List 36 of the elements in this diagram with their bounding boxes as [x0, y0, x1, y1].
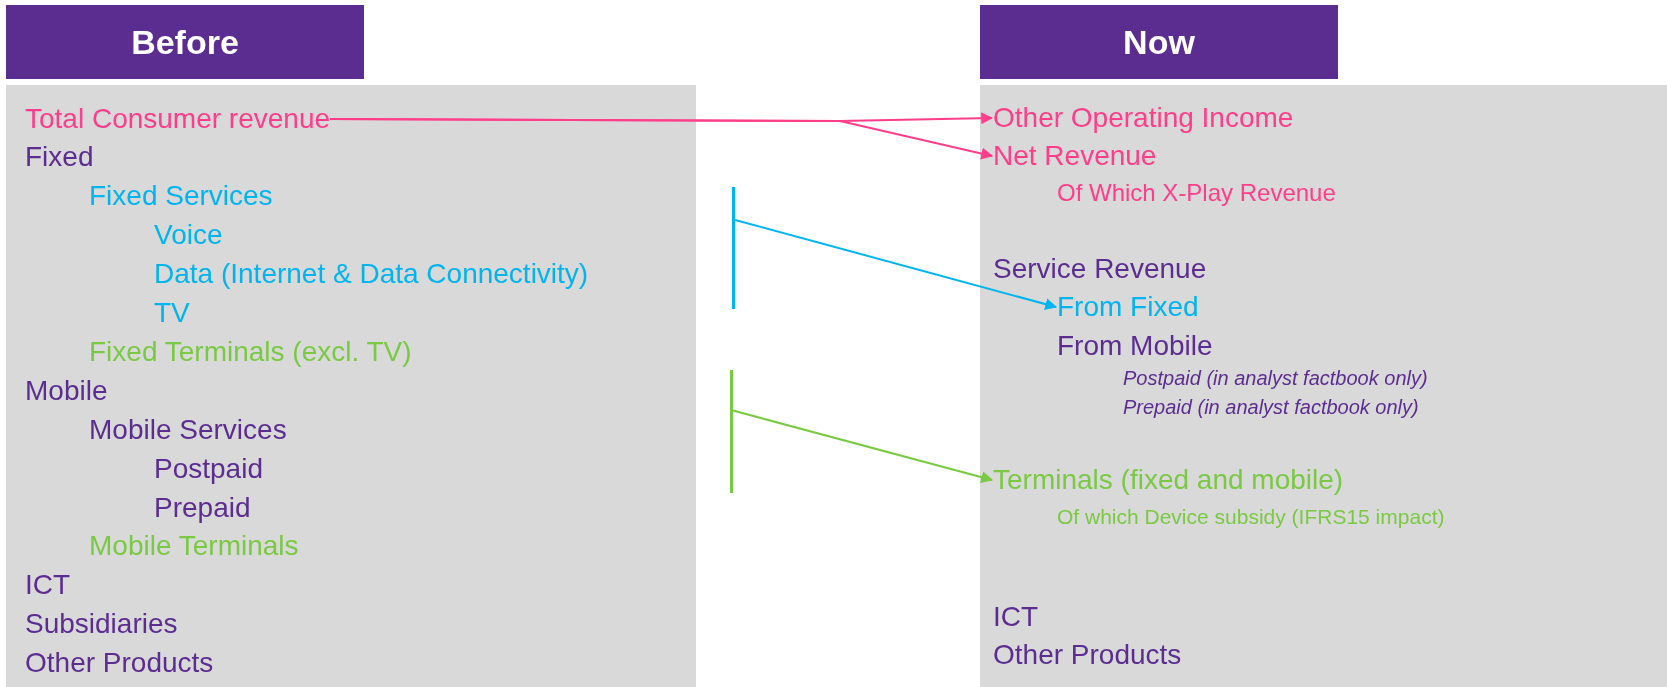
- panel-background: [980, 85, 1667, 687]
- list-item: TV: [154, 299, 190, 327]
- list-item: Prepaid: [154, 494, 251, 522]
- list-item: Other Products: [25, 649, 214, 677]
- header-bar: Before: [6, 5, 364, 79]
- list-item: Data (Internet & Data Connectivity): [154, 260, 589, 288]
- list-item: Of Which X-Play Revenue: [1057, 181, 1336, 205]
- bracket-line: [730, 370, 733, 493]
- list-item: Voice: [154, 221, 223, 249]
- list-item: Subsidiaries: [25, 610, 178, 638]
- panel-background: [6, 85, 696, 687]
- list-item: Other Products: [993, 641, 1182, 669]
- list-item: Net Revenue: [993, 142, 1157, 170]
- bracket-line: [732, 187, 735, 309]
- list-item: ICT: [993, 603, 1039, 631]
- list-item: Other Operating Income: [993, 104, 1294, 132]
- list-item: Fixed Terminals (excl. TV): [89, 338, 412, 366]
- list-item: Mobile: [25, 377, 108, 405]
- list-item: Total Consumer revenue: [25, 105, 331, 133]
- list-item: Mobile Services: [89, 416, 287, 444]
- list-item: Postpaid: [154, 455, 263, 483]
- list-item: From Mobile: [1057, 332, 1213, 360]
- list-item: Prepaid (in analyst factbook only): [1123, 397, 1419, 417]
- list-item: Postpaid (in analyst factbook only): [1123, 368, 1428, 388]
- list-item: Terminals (fixed and mobile): [993, 466, 1344, 494]
- arrow: [732, 409, 994, 483]
- header-bar: Now: [980, 5, 1338, 79]
- arrow: [734, 218, 1058, 310]
- list-item: Of which Device subsidy (IFRS15 impact): [1057, 505, 1445, 527]
- list-item: ICT: [25, 571, 71, 599]
- list-item: Fixed: [25, 143, 94, 171]
- list-item: Fixed Services: [89, 182, 273, 210]
- list-item: Mobile Terminals: [89, 532, 299, 560]
- list-item: From Fixed: [1057, 293, 1199, 321]
- arrow: [329, 118, 994, 160]
- list-item: Service Revenue: [993, 255, 1207, 283]
